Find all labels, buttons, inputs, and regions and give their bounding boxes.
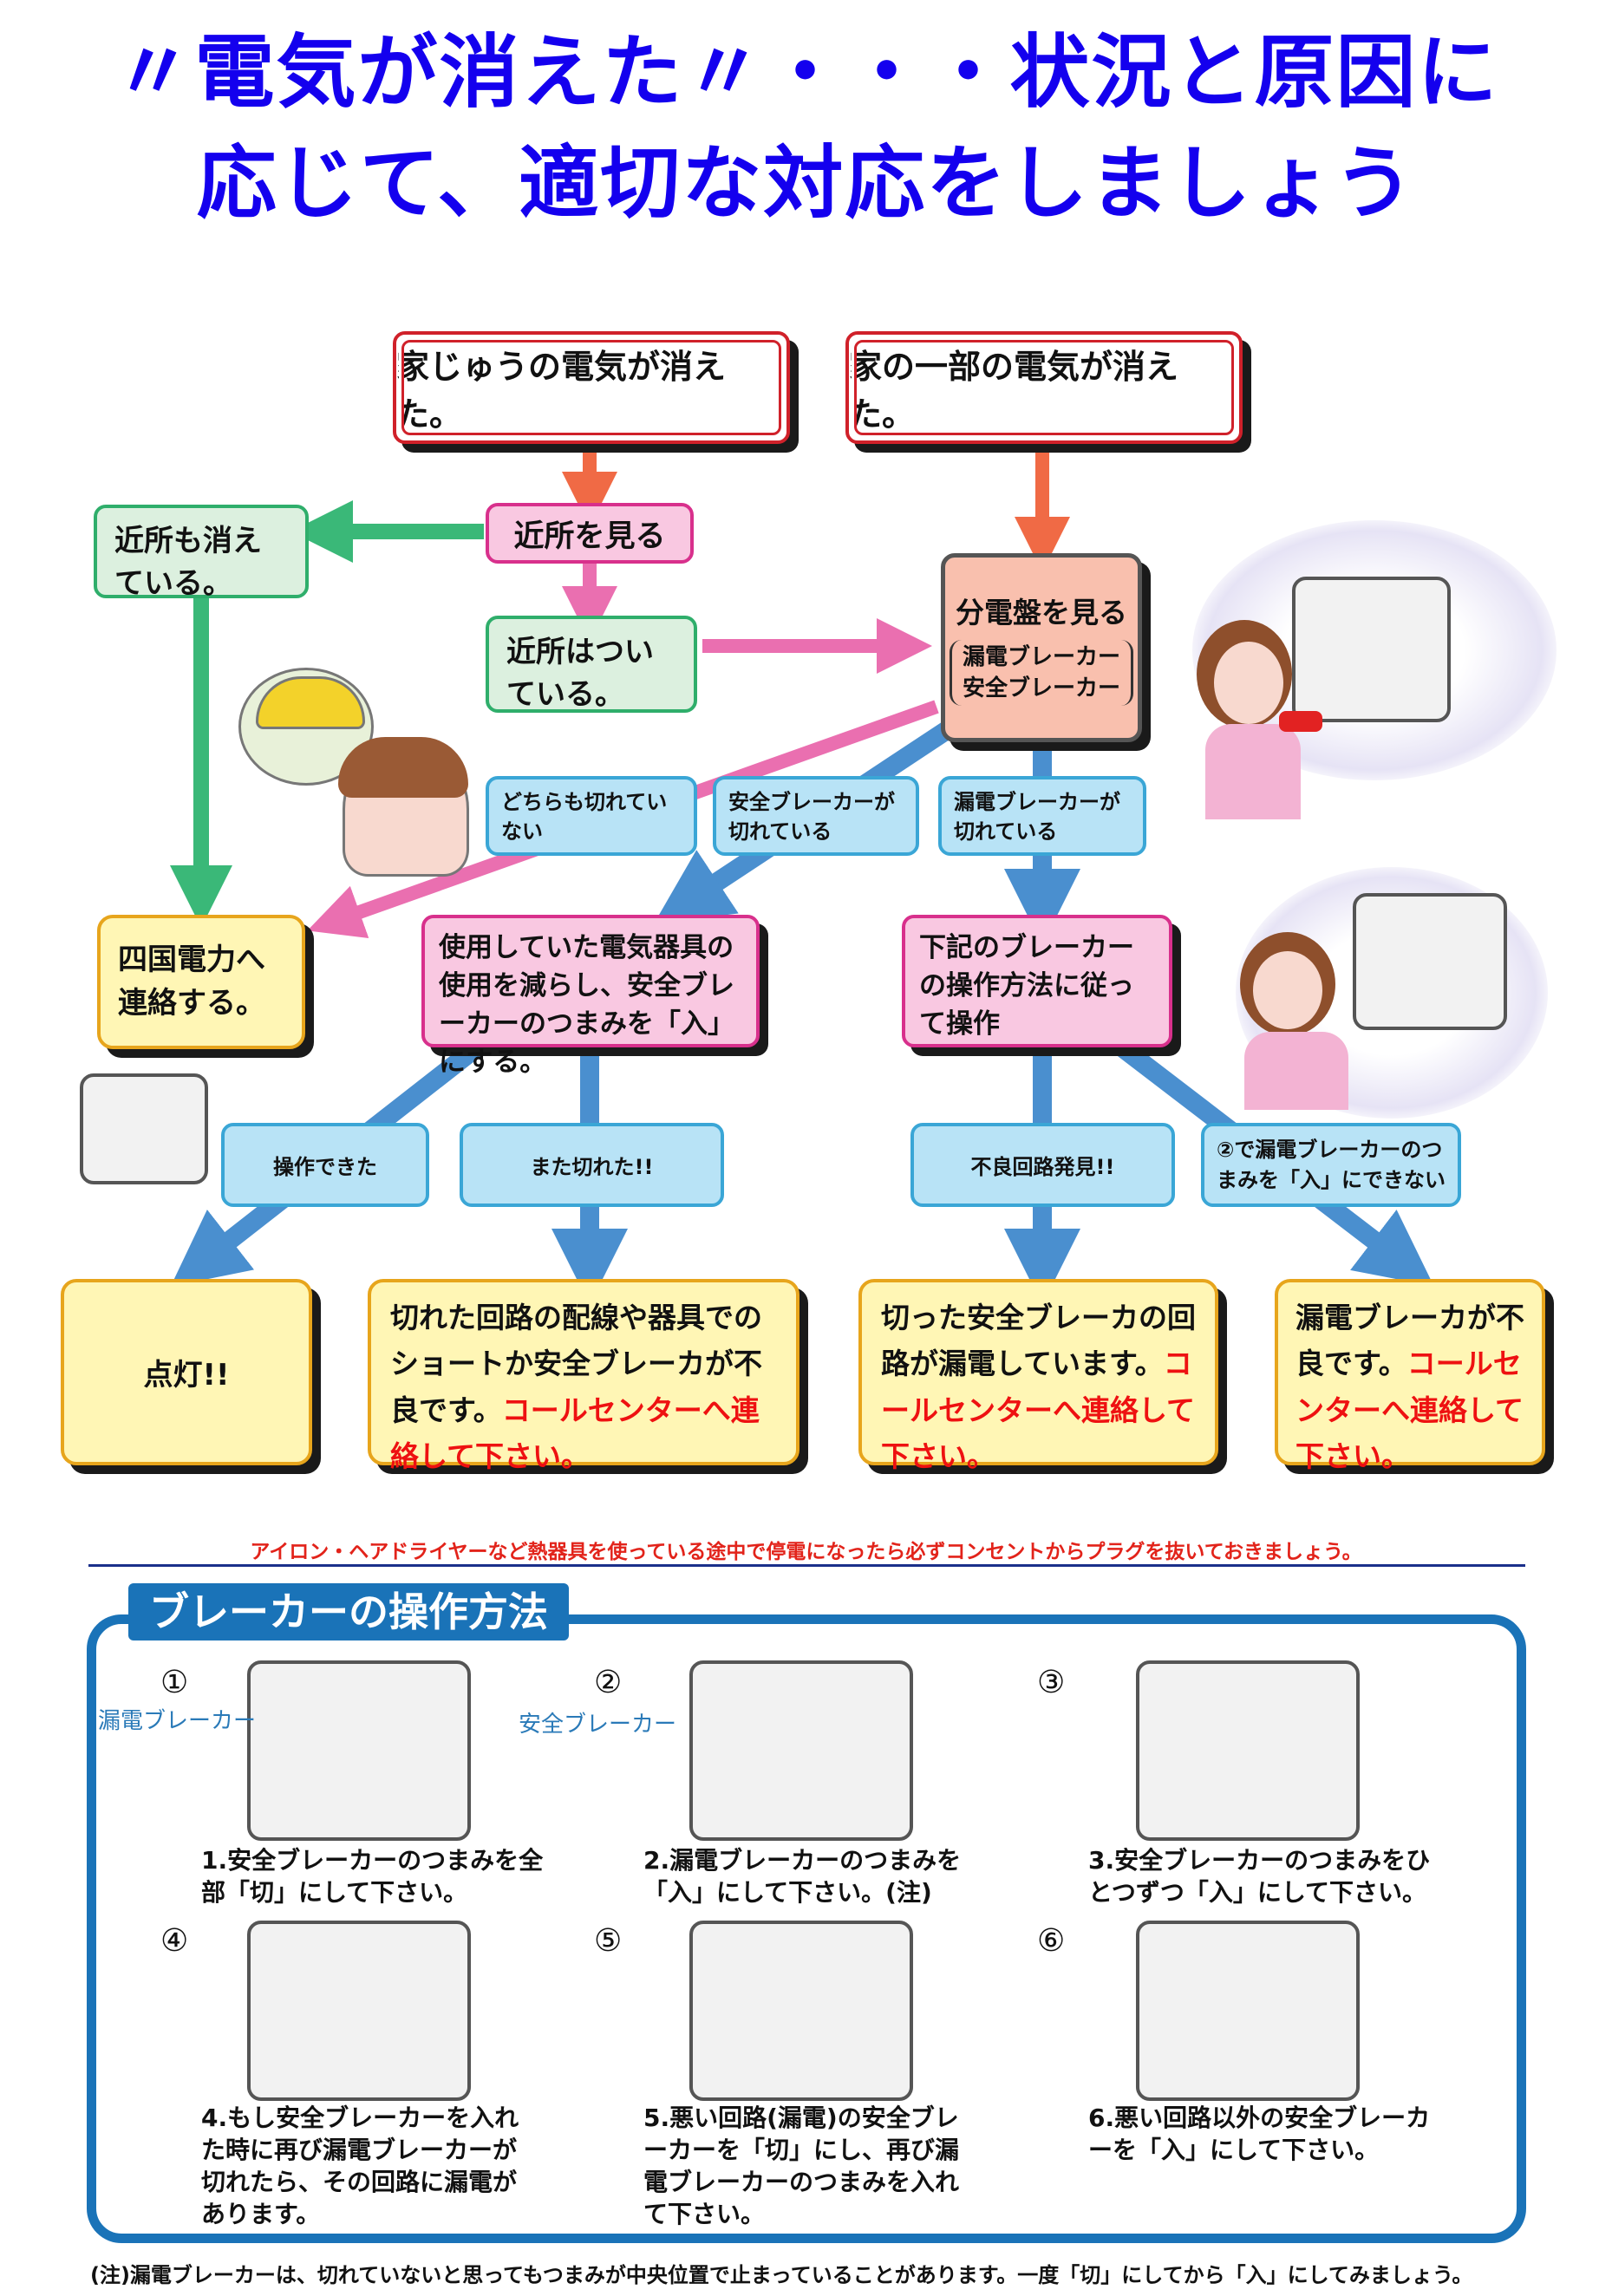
neighbors-on-box: 近所はついている。: [486, 616, 697, 713]
step-6-panel-illustration: [1136, 1921, 1360, 2101]
breaker-panel-illustration-mid: [1353, 893, 1507, 1030]
res-tripped-box: また切れた!!: [460, 1123, 724, 1207]
step-4-caption: 4.もし安全ブレーカーを入れた時に再び漏電ブレーカーが切れたら、その回路に漏電が…: [201, 2104, 519, 2228]
follow-steps-text: 下記のブレーカーの操作方法に従って操作: [919, 932, 1134, 1040]
start-whole-house-text: 家じゅうの電気が消えた。: [396, 348, 727, 434]
leak-circuit-call: コールセンターへ連絡して下さい。: [881, 1347, 1196, 1474]
check-neighbors-text: 近所を見る: [513, 519, 666, 554]
check-neighbors-box: 近所を見る: [486, 503, 694, 564]
check-panel-title: 分電盤を見る: [956, 595, 1127, 629]
check-panel-leak: 漏電ブレーカー: [962, 643, 1120, 670]
warning-note: アイロン・ヘアドライヤーなど熱器具を使っている途中で停電になったら必ずコンセント…: [250, 1541, 1362, 1563]
leak-circuit-box: 切った安全ブレーカの回路が漏電しています。コールセンターへ連絡して下さい。: [858, 1279, 1218, 1473]
step-1-panel-illustration: [247, 1660, 471, 1841]
lit-text: 点灯!!: [143, 1358, 230, 1393]
breaker-panel-illustration-small: [80, 1073, 208, 1184]
reduce-appliances-box: 使用していた電気器具の使用を減らし、安全ブレーカーのつまみを「入」にする。: [421, 915, 760, 1078]
woman-operating-illustration: [1240, 932, 1361, 1110]
operations-frame: [87, 1614, 1526, 2243]
start-whole-house: 家じゅうの電気が消えた。: [393, 331, 790, 444]
cond-neither-text: どちらも切れていない: [501, 790, 668, 844]
step-1-caption: 1.安全ブレーカーのつまみを全部「切」にして下さい。: [201, 1846, 544, 1907]
neighbors-off-box: 近所も消えている。: [94, 505, 309, 602]
page-title-line-1: 〃電気が消えた〃・・・状況と原因に: [113, 26, 1499, 119]
neighbors-off-text: 近所も消えている。: [114, 524, 262, 602]
operations-title: ブレーカーの操作方法: [128, 1583, 569, 1640]
breaker-panel-illustration-top: [1292, 577, 1451, 722]
section-divider: [88, 1564, 1525, 1567]
step-5-caption: 5.悪い回路(漏電)の安全ブレーカーを「切」にし、再び漏電ブレーカーのつまみを入…: [643, 2104, 960, 2228]
check-panel-box: 分電盤を見る 漏電ブレーカー 安全ブレーカー: [941, 553, 1142, 742]
step-3-caption: 3.安全ブレーカーのつまみをひとつずつ「入」にして下さい。: [1088, 1846, 1431, 1907]
phone-call-illustration: [221, 668, 469, 877]
res-fault-text: 不良回路発見!!: [970, 1155, 1115, 1179]
bad-leak-breaker-box: 漏電ブレーカが不良です。コールセンターへ連絡して下さい。: [1275, 1279, 1545, 1473]
follow-steps-box: 下記のブレーカーの操作方法に従って操作: [902, 915, 1172, 1047]
leak-circuit-text: 切った安全ブレーカの回路が漏電しています。: [881, 1301, 1196, 1381]
res-ok-text: 操作できた: [273, 1155, 377, 1179]
woman-flashlight-illustration: [1197, 620, 1322, 819]
reduce-appliances-text: 使用していた電気器具の使用を減らし、安全ブレーカーのつまみを「入」にする。: [439, 932, 734, 1079]
footnote: (注)漏電ブレーカーは、切れていないと思ってもつまみが中央位置で止まっていること…: [90, 2263, 1473, 2287]
short-circuit-box: 切れた回路の配線や器具でのショートか安全ブレーカが不良です。コールセンターへ連絡…: [368, 1279, 799, 1473]
start-part-house-text: 家の一部の電気が消えた。: [849, 348, 1179, 434]
short-circuit-text: 切れた回路の配線や器具でのショートか安全ブレーカが不良です。: [390, 1301, 762, 1427]
contact-shikoku-text: 四国電力へ連絡する。: [118, 943, 265, 1021]
cond-leak-box: 漏電ブレーカーが切れている: [938, 776, 1146, 856]
start-part-house: 家の一部の電気が消えた。: [845, 331, 1243, 444]
step-4-panel-illustration: [247, 1921, 471, 2101]
label-safety-breaker: 安全ブレーカー: [519, 1712, 677, 1738]
step-5-panel-illustration: [689, 1921, 913, 2101]
cond-leak-text: 漏電ブレーカーが切れている: [954, 790, 1120, 844]
contact-shikoku-box: 四国電力へ連絡する。: [97, 915, 305, 1049]
cond-safety-text: 安全ブレーカーが切れている: [728, 790, 895, 844]
short-circuit-call: コールセンターへ連絡して下さい。: [390, 1393, 760, 1474]
res-cannot-text: ②で漏電ブレーカーのつまみを「入」にできない: [1217, 1138, 1446, 1192]
step-1-number: ①: [160, 1665, 189, 1700]
label-leak-breaker: 漏電ブレーカー: [98, 1708, 257, 1734]
check-panel-breakers: 漏電ブレーカー 安全ブレーカー: [949, 639, 1133, 707]
bad-leak-breaker-call: コールセンターへ連絡して下さい。: [1295, 1347, 1524, 1474]
step-4-number: ④: [160, 1923, 189, 1959]
step-5-number: ⑤: [594, 1923, 623, 1959]
step-3-number: ③: [1037, 1665, 1066, 1700]
check-panel-safety: 安全ブレーカー: [962, 675, 1120, 701]
step-6-number: ⑥: [1037, 1923, 1066, 1959]
cond-safety-box: 安全ブレーカーが切れている: [713, 776, 919, 856]
step-2-number: ②: [594, 1665, 623, 1700]
step-6-caption: 6.悪い回路以外の安全ブレーカーを「入」にして下さい。: [1088, 2104, 1431, 2164]
res-fault-box: 不良回路発見!!: [910, 1123, 1175, 1207]
step-2-caption: 2.漏電ブレーカーのつまみを「入」にして下さい。(注): [643, 1846, 962, 1907]
page-title-line-2: 応じて、適切な対応をしましょう: [196, 137, 1416, 230]
res-cannot-box: ②で漏電ブレーカーのつまみを「入」にできない: [1201, 1123, 1461, 1207]
res-tripped-text: また切れた!!: [530, 1155, 654, 1179]
cond-neither-box: どちらも切れていない: [486, 776, 697, 856]
step-2-panel-illustration: [689, 1660, 913, 1841]
lit-box: 点灯!!: [61, 1279, 312, 1465]
res-ok-box: 操作できた: [221, 1123, 429, 1207]
bad-leak-breaker-text: 漏電ブレーカが不良です。: [1295, 1301, 1524, 1381]
neighbors-on-text: 近所はついている。: [506, 635, 654, 713]
step-3-panel-illustration: [1136, 1660, 1360, 1841]
